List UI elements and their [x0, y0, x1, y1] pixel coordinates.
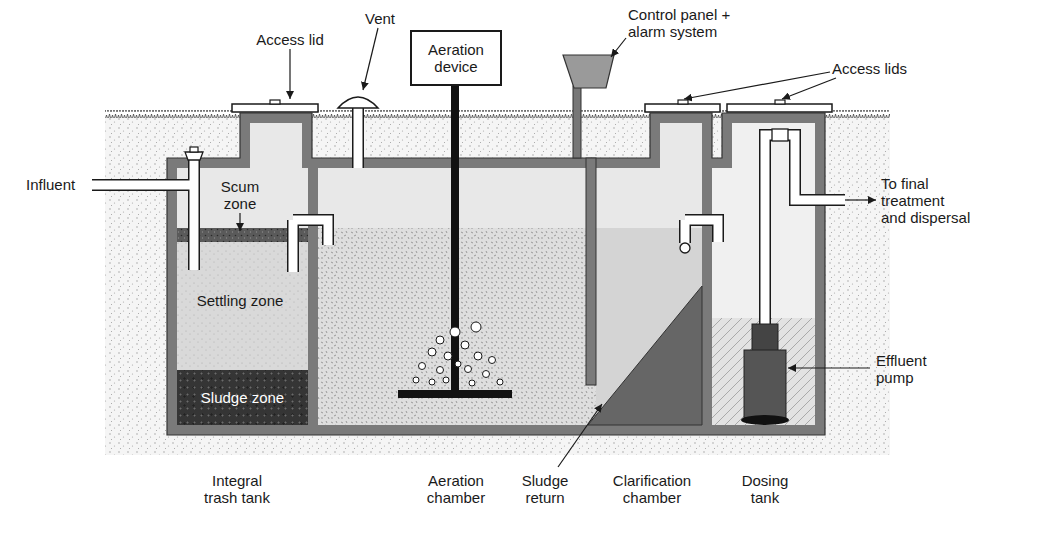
headspace: [318, 123, 702, 228]
flow-label: Influent: [26, 176, 96, 193]
pipe-core: [92, 106, 845, 325]
bubble: [413, 377, 419, 383]
leader-line: [611, 38, 626, 57]
leaders: [240, 28, 876, 467]
chamber-label: Dosing tank: [733, 472, 797, 506]
part-label: Control panel + alarm system: [628, 6, 758, 40]
air-bubbles: [413, 322, 503, 386]
leader-line: [684, 72, 830, 99]
bubble: [419, 363, 426, 370]
bubble: [469, 380, 475, 386]
part-label: Access lid: [235, 31, 345, 48]
access-lid: [727, 104, 832, 112]
bubble: [436, 336, 444, 344]
cleanout-knob: [190, 147, 198, 152]
bubble: [489, 357, 496, 364]
sludge-band: Sludge zone: [177, 370, 308, 425]
aerator-shaft: [451, 85, 459, 393]
lid-handle: [775, 100, 785, 104]
pipes: [92, 106, 845, 325]
diffuser: [398, 390, 512, 398]
part-label: Access lids: [832, 60, 942, 77]
chamber-label: Aeration chamber: [414, 472, 498, 506]
bubble: [428, 348, 436, 356]
bubble: [450, 327, 460, 337]
bubble: [497, 379, 503, 385]
pump-body: [744, 350, 786, 418]
bubble: [474, 352, 482, 360]
node-text: Sludge zone: [201, 389, 284, 406]
vent-cap: [338, 97, 378, 108]
float-ball: [680, 243, 690, 253]
dosing-liquid: [712, 318, 815, 425]
baffle: [586, 158, 596, 385]
flow-label: To final treatment and dispersal: [881, 175, 973, 226]
leader-line: [788, 367, 870, 368]
bubble: [465, 366, 472, 373]
lid-handle: [270, 100, 280, 104]
zone-label: Settling zone: [196, 292, 284, 309]
pump-base: [741, 415, 789, 425]
pump-motor: [752, 324, 778, 352]
bubble: [461, 341, 469, 349]
pipe-union: [772, 129, 788, 141]
bubble: [483, 371, 490, 378]
bubble: [437, 367, 444, 374]
node-text: Aeration device: [412, 41, 500, 75]
pipe-outline: [92, 106, 845, 325]
soil: [105, 118, 890, 455]
bubble: [471, 322, 481, 332]
part-label: Sludge return: [514, 472, 576, 506]
control-panel: [563, 55, 614, 88]
part-label: Effluent pump: [876, 352, 956, 386]
cleanout-cap: [185, 152, 203, 160]
flow-arrow: [845, 199, 876, 200]
chamber-label: Clarification chamber: [600, 472, 704, 506]
bubble: [443, 377, 449, 383]
leader-line: [782, 78, 836, 99]
panel-post: [573, 86, 581, 158]
lid-handle: [678, 100, 688, 104]
leader-line: [239, 213, 240, 231]
sloped-floor: [588, 286, 702, 425]
bubble: [444, 352, 452, 360]
access-lid: [232, 104, 318, 112]
device-box: Aeration device: [410, 30, 502, 86]
access-lid: [645, 104, 720, 112]
leader-line: [363, 28, 378, 90]
chamber-label: Integral trash tank: [197, 472, 277, 506]
part-label: Vent: [358, 10, 402, 27]
leader-line: [558, 404, 602, 467]
bubble: [429, 379, 435, 385]
bubble: [455, 361, 461, 367]
tank-wall: [167, 113, 825, 435]
zone-label: Scum zone: [208, 178, 272, 212]
leader-line: [289, 49, 290, 99]
